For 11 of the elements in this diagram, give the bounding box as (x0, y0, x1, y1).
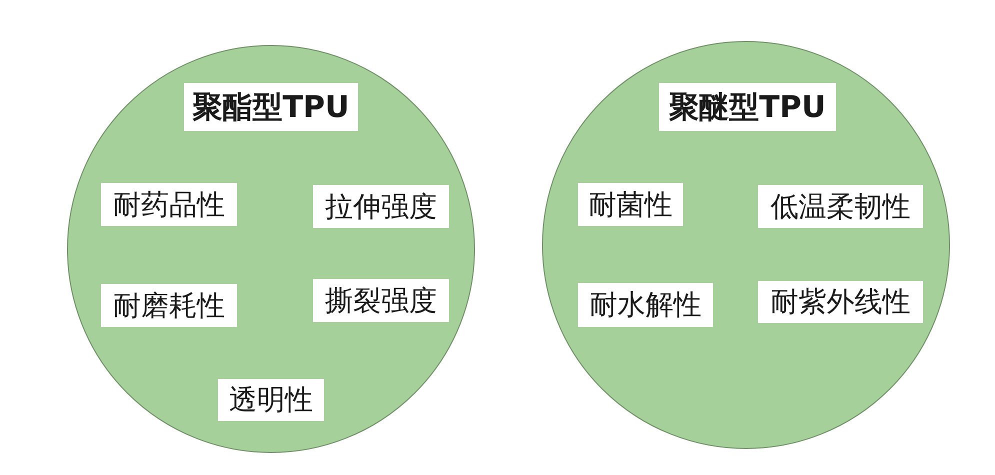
property-card: 透明性 (218, 379, 324, 421)
property-card: 撕裂强度 (313, 279, 449, 322)
property-card: 耐紫外线性 (758, 281, 923, 323)
title-card: 聚酯型TPU (184, 83, 358, 131)
property-card: 拉伸强度 (313, 185, 449, 228)
property-card: 耐磨耗性 (101, 284, 237, 327)
property-card: 低温柔韧性 (758, 185, 923, 228)
property-card: 耐水解性 (578, 283, 713, 327)
title-card: 聚醚型TPU (659, 83, 836, 131)
property-card: 耐菌性 (578, 183, 683, 226)
property-card: 耐药品性 (101, 183, 237, 226)
